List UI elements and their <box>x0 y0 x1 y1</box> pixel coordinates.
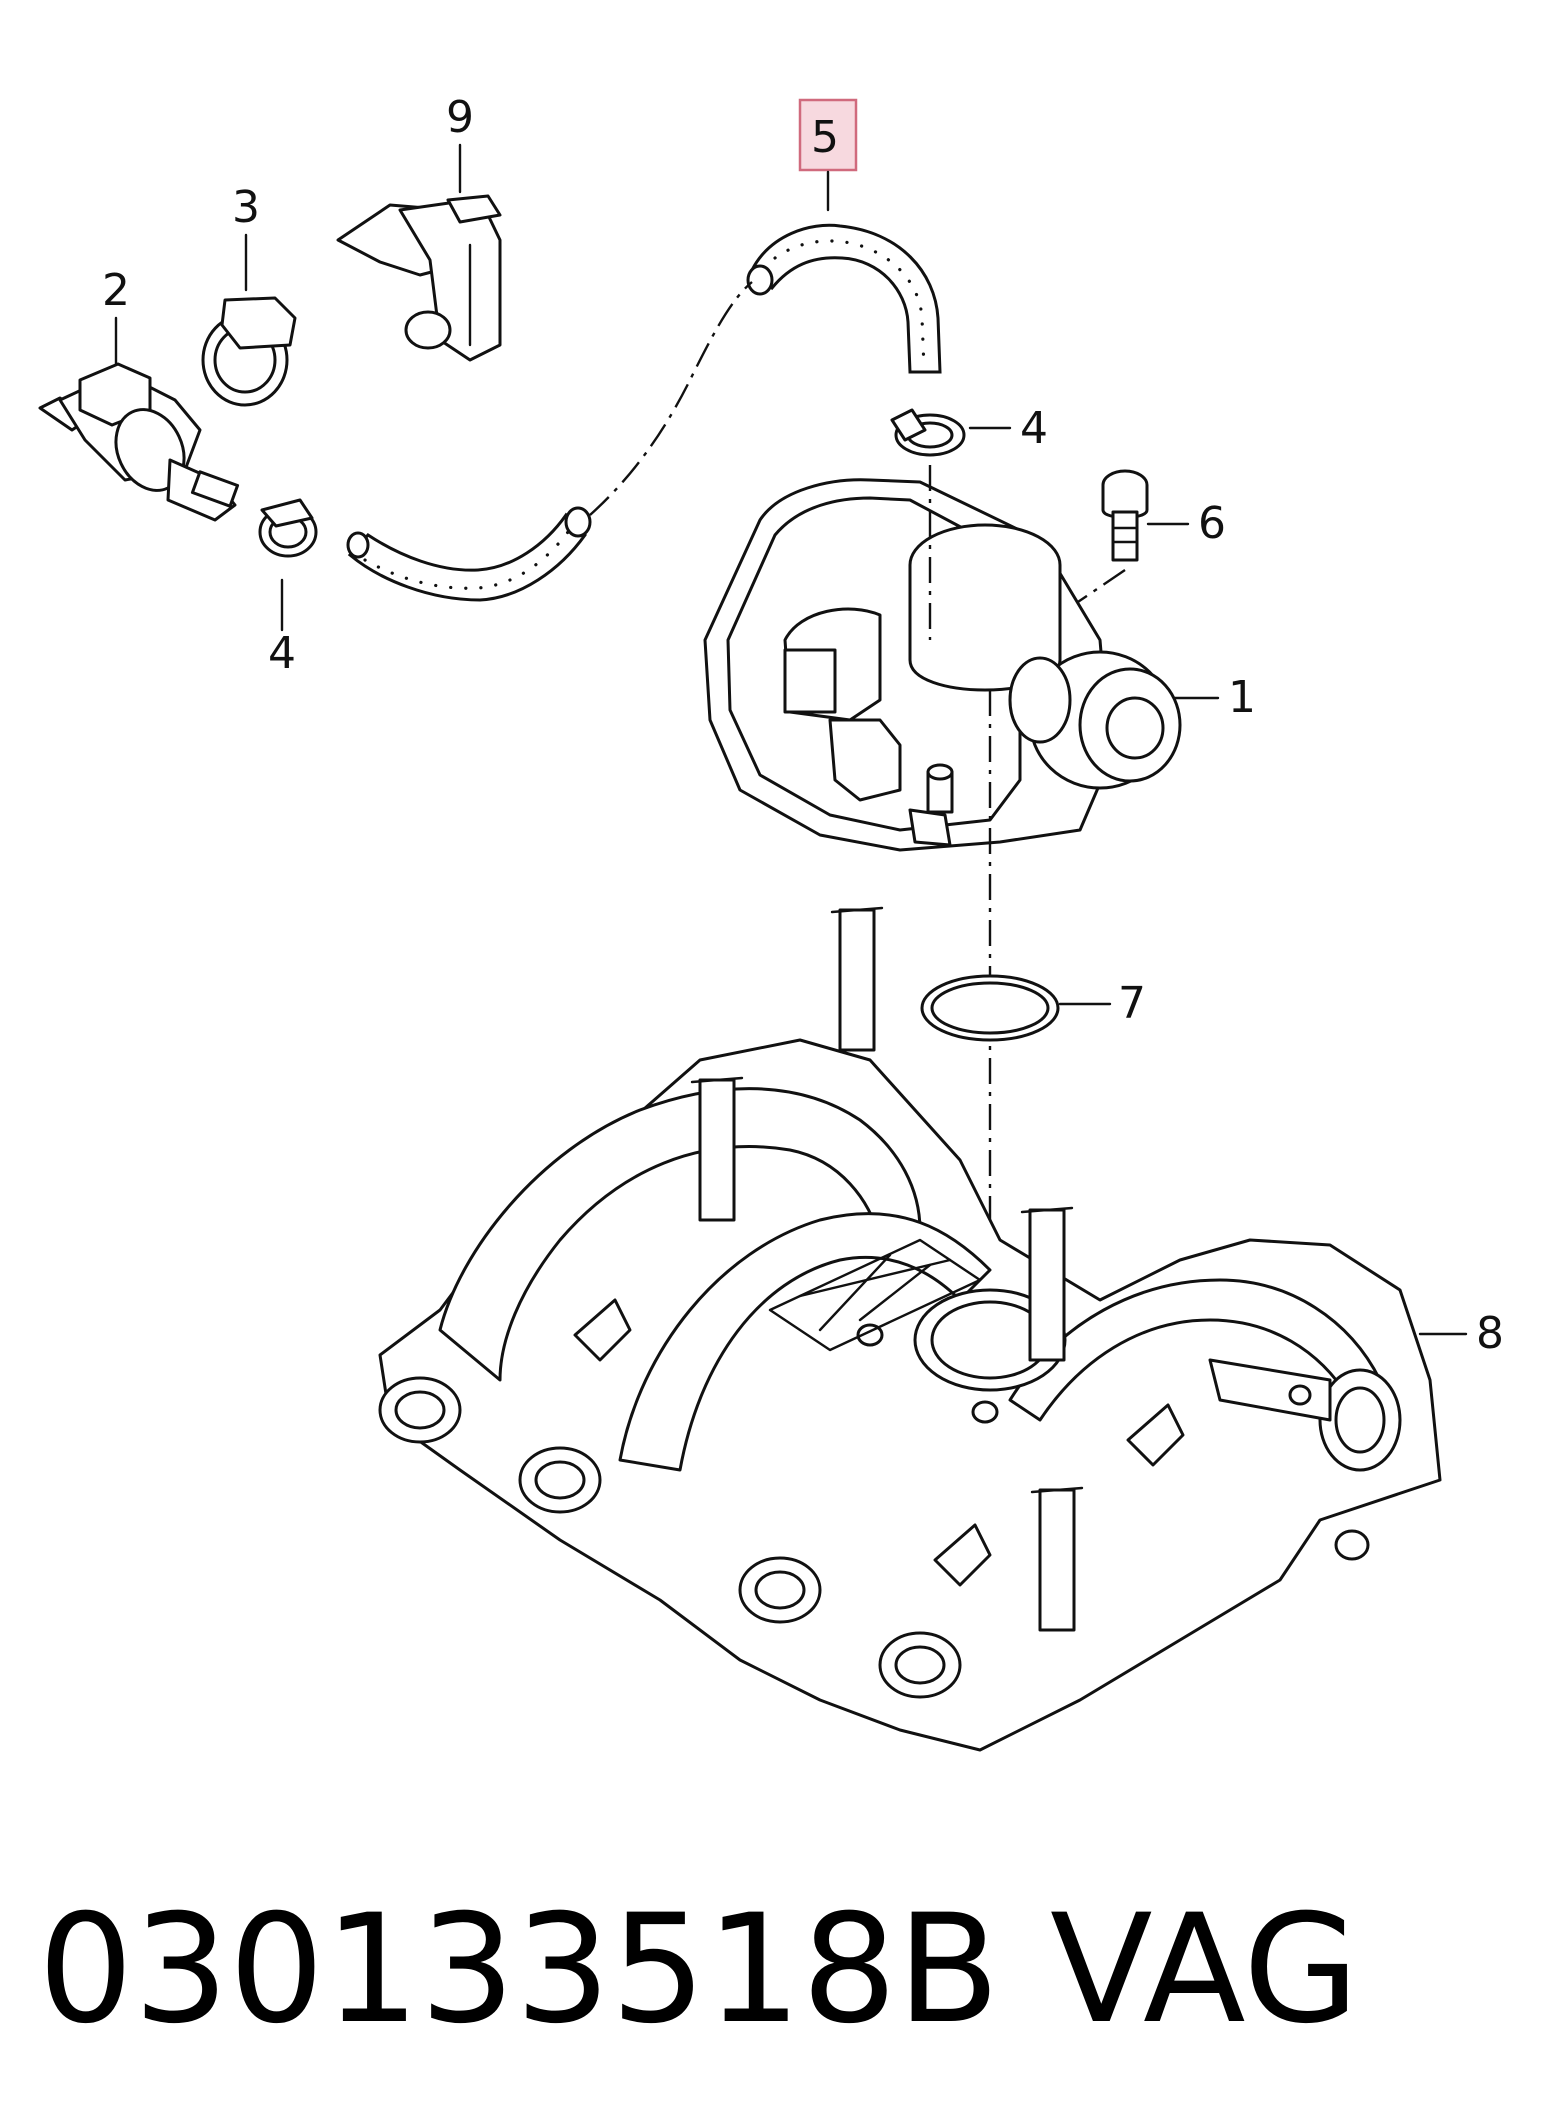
hose-route-dashed <box>589 281 753 516</box>
item-9-bracket[interactable] <box>336 194 502 362</box>
highlight-box-item-5 <box>798 98 858 172</box>
exploded-parts-diagram: 5 9 3 2 4 4 6 1 7 8 <box>38 92 1504 1752</box>
part-number-footer: 030133518B VAG <box>0 1860 1550 2080</box>
item-4-clamp-left[interactable] <box>258 498 318 558</box>
item-6-screw[interactable] <box>1101 469 1149 562</box>
callout-2[interactable]: 2 <box>102 265 130 316</box>
part-number: 030133518B <box>38 1883 1000 2057</box>
callout-6[interactable]: 6 <box>1198 498 1226 549</box>
callout-4-top[interactable]: 4 <box>1020 403 1048 454</box>
item-2-valve[interactable] <box>38 362 240 522</box>
callout-7[interactable]: 7 <box>1118 978 1146 1029</box>
callout-4-left[interactable]: 4 <box>268 628 296 679</box>
lower-hose[interactable] <box>346 506 592 602</box>
callout-1[interactable]: 1 <box>1228 672 1256 723</box>
callout-5[interactable]: 5 <box>811 112 839 163</box>
item-1-throttle-body[interactable] <box>703 478 1182 852</box>
item-8-intake-manifold[interactable] <box>378 906 1442 1752</box>
brand-name: VAG <box>1050 1883 1360 2057</box>
callout-9[interactable]: 9 <box>446 92 474 143</box>
callout-3[interactable]: 3 <box>232 182 260 233</box>
item-3-clip[interactable] <box>201 296 297 407</box>
item-7-o-ring[interactable] <box>920 974 1060 1042</box>
item-5-hose[interactable] <box>746 223 942 374</box>
callout-8[interactable]: 8 <box>1476 1308 1504 1359</box>
leader-lines <box>114 143 1468 1336</box>
item-4-clamp-top[interactable] <box>890 408 966 457</box>
